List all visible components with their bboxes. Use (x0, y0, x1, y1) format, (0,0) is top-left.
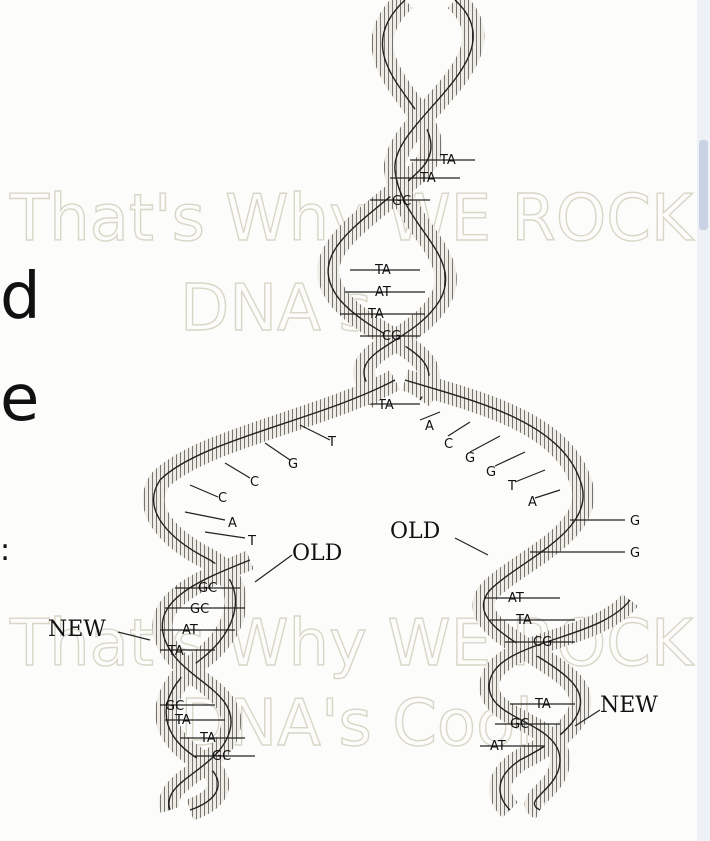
base-pair: TA (199, 731, 216, 746)
slide-fragment-3: : (0, 533, 10, 568)
base-pair: AT (182, 623, 198, 638)
base: A (228, 516, 237, 531)
base: G (630, 514, 640, 529)
base: T (327, 435, 336, 450)
base: G (288, 457, 298, 472)
base-pair: TA (419, 171, 436, 186)
watermark: That's Why WE ROCK That's DNA's That's W… (9, 182, 710, 761)
base-pair: AT (375, 285, 391, 300)
base: A (528, 495, 537, 510)
base-pair: GC (212, 749, 231, 764)
base-pair: GC (190, 602, 209, 617)
base-pair: AT (508, 591, 524, 606)
base: G (630, 546, 640, 561)
label-old-left: OLD (292, 541, 342, 566)
base: C (444, 437, 453, 452)
slide-fragment-1: d (0, 260, 41, 334)
scrollbar-thumb[interactable] (699, 140, 708, 230)
base-pair: TA (167, 644, 184, 659)
base-pair: GC (198, 581, 217, 596)
base-pair: TA (515, 613, 532, 628)
slide-fragment-2: e (0, 362, 39, 436)
base: C (218, 491, 227, 506)
base: C (250, 475, 259, 490)
base-pair: CG (382, 329, 401, 344)
fork-base-pair: TA (377, 398, 394, 413)
base: A (425, 419, 434, 434)
vertical-scrollbar[interactable] (697, 0, 710, 841)
base: G (486, 465, 496, 480)
label-new-right: NEW (600, 693, 658, 718)
base-pair: TA (374, 263, 391, 278)
base-pair: CG (533, 635, 552, 650)
base-pair: TA (174, 713, 191, 728)
base-pair: GC (392, 194, 411, 209)
base-pair: GC (510, 717, 529, 732)
base-pair: GC (165, 699, 184, 714)
base-pair: TA (367, 307, 384, 322)
base-pair: AT (490, 739, 506, 754)
base: G (465, 451, 475, 466)
base-pair: TA (439, 153, 456, 168)
base-pair: TA (534, 697, 551, 712)
base: T (507, 479, 516, 494)
base: T (247, 534, 256, 549)
label-new-left: NEW (48, 617, 106, 642)
slide-text-fragments: d e : (0, 260, 41, 568)
label-old-right: OLD (390, 519, 440, 544)
